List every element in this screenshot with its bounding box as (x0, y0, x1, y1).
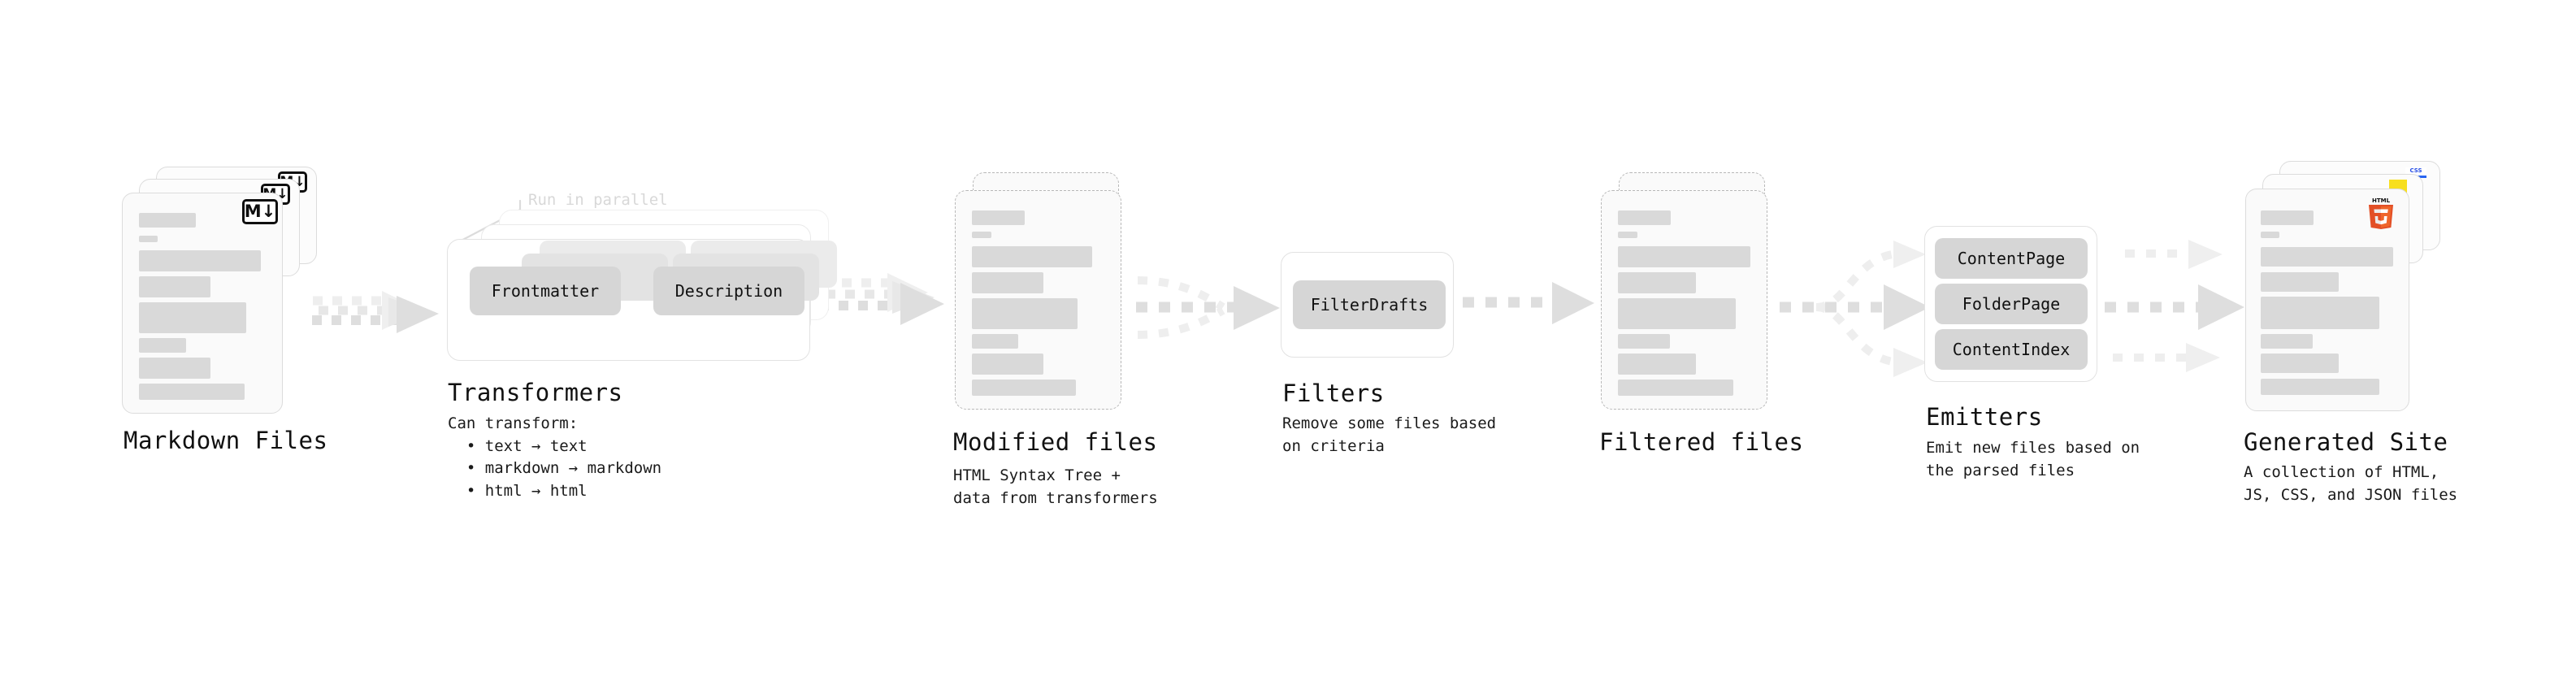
skeleton-bar (1618, 380, 1733, 396)
skeleton-bar (972, 298, 1078, 329)
arrow-filters-to-filtered (1463, 282, 1594, 324)
skeleton-bar (972, 272, 1043, 293)
modified-file-front (955, 190, 1121, 410)
skeleton-bar (139, 358, 210, 379)
skeleton-bar (972, 380, 1076, 396)
skeleton-bar (2261, 210, 2314, 225)
generated-site-card-stack: CSS HTML (2245, 161, 2448, 421)
transformers-group: Frontmatter Description (447, 210, 837, 364)
skeleton-bar (972, 232, 991, 238)
modified-files-card-stack (955, 172, 1142, 416)
arrow-filtered-to-emitters (1780, 241, 1930, 377)
skeleton-bar (139, 213, 196, 228)
emitter-plugin-contentpage[interactable]: ContentPage (1935, 238, 2088, 279)
arrow-transformers-to-modified (819, 273, 944, 325)
transformers-caption: Can transform: • text → text • markdown … (448, 414, 662, 500)
modified-files-title: Modified files (953, 428, 1158, 456)
generated-site-caption: A collection of HTML, JS, CSS, and JSON … (2244, 463, 2458, 504)
emitter-plugin-contentindex[interactable]: ContentIndex (1935, 329, 2088, 370)
emitters-title: Emitters (1926, 403, 2043, 431)
skeleton-bar (139, 384, 245, 400)
skeleton-bar (1618, 354, 1696, 375)
skeleton-bar (139, 302, 246, 333)
transformer-plugin-frontmatter[interactable]: Frontmatter (470, 267, 621, 315)
filter-plugin-filterdrafts[interactable]: FilterDrafts (1293, 280, 1446, 329)
run-in-parallel-label: Run in parallel (528, 191, 668, 209)
skeleton-bar (139, 276, 210, 297)
skeleton-bar (972, 246, 1092, 267)
skeleton-bar (1618, 210, 1671, 225)
svg-text:HTML: HTML (2372, 197, 2391, 204)
generated-file-front (2245, 189, 2409, 411)
skeleton-bar (2261, 334, 2313, 349)
html5-icon: HTML (2366, 195, 2396, 229)
skeleton-bar (972, 354, 1043, 375)
generated-site-title: Generated Site (2244, 428, 2448, 456)
skeleton-bar (2261, 354, 2339, 373)
skeleton-bar (2261, 247, 2393, 267)
markdown-icon: M↓ (242, 199, 278, 224)
filtered-files-title: Filtered files (1599, 428, 1804, 456)
modified-files-caption: HTML Syntax Tree + data from transformer… (953, 466, 1158, 507)
skeleton-bar (972, 334, 1018, 349)
filtered-files-card-stack (1601, 172, 1788, 416)
markdown-files-title: Markdown Files (124, 427, 328, 454)
skeleton-bar (139, 338, 186, 353)
filters-title: Filters (1282, 380, 1385, 407)
skeleton-bar (2261, 272, 2339, 292)
arrow-modified-to-filters (1136, 276, 1280, 339)
skeleton-bar (2261, 297, 2379, 329)
transformer-plugin-description[interactable]: Description (653, 267, 804, 315)
arrow-markdown-to-transformers (312, 291, 439, 333)
filters-group: FilterDrafts (1281, 252, 1459, 358)
skeleton-bar (1618, 298, 1736, 329)
markdown-files-card-stack: M↓ M↓ M↓ (122, 167, 317, 419)
skeleton-bar (1618, 272, 1696, 293)
skeleton-bar (1618, 334, 1670, 349)
filtered-file-front (1601, 190, 1767, 410)
skeleton-bar (972, 210, 1025, 225)
filters-caption: Remove some files based on criteria (1282, 414, 1497, 455)
skeleton-bar (2261, 232, 2279, 238)
skeleton-bar (1618, 246, 1750, 267)
skeleton-bar (139, 236, 158, 242)
markdown-file-front (122, 193, 283, 414)
skeleton-bar (2261, 379, 2379, 395)
arrow-emitters-to-site (2105, 240, 2244, 372)
skeleton-bar (139, 250, 261, 271)
emitters-group: ContentPage FolderPage ContentIndex (1924, 226, 2111, 388)
transformers-title: Transformers (448, 379, 623, 406)
skeleton-bar (1618, 232, 1637, 238)
emitters-caption: Emit new files based on the parsed files (1926, 439, 2140, 479)
emitter-plugin-folderpage[interactable]: FolderPage (1935, 284, 2088, 324)
